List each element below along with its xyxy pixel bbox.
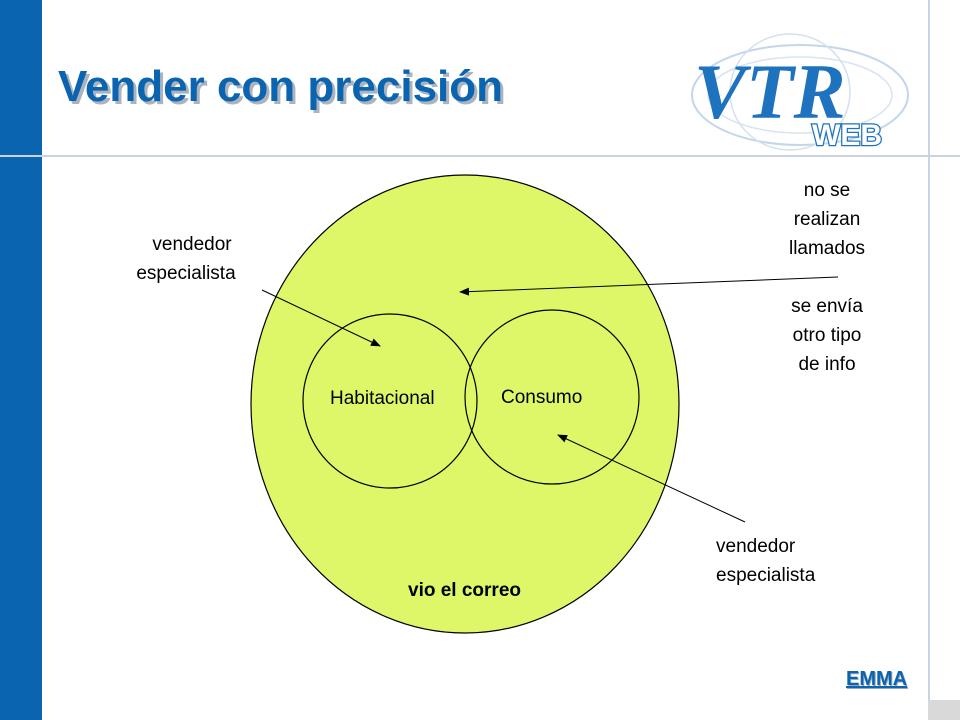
annotation-line: realizan [793,209,861,230]
habitacional-label: Habitacional [330,388,435,409]
annotation-line: vendedor [152,234,232,255]
title-divider [0,155,960,157]
annotation-line: vendedor [716,536,796,557]
right-divider [928,0,930,720]
annotation-top-left: vendedor especialista [121,230,251,288]
habitacional-circle [302,313,478,489]
annotation-bottom-right: vendedor especialista [716,532,815,590]
consumo-label: Consumo [501,387,583,408]
annotation-line: otro tipo [792,325,862,346]
consumo-circle [464,309,640,485]
arrow-to-consumo [557,434,746,523]
corner-block [928,700,960,720]
annotation-top-right: no se realizan llamados [772,176,882,263]
vtr-web-logo: VTR WEB [691,33,909,153]
annotation-line: de info [798,354,856,375]
footer-label: EMMA [846,668,908,690]
annotation-line: llamados [788,238,866,259]
left-accent-bar [0,0,42,720]
logo-mark: VTR [694,48,846,135]
annotation-line: especialista [716,565,816,586]
outer-set-label: vio el correo [408,580,521,601]
arrow-to-habitacional [261,289,381,347]
annotation-line: se envía [791,296,863,317]
annotation-line: especialista [136,263,236,284]
slide-title: Vender con precisión [58,62,504,111]
logo-subtext: WEB [812,119,882,152]
arrow-to-outer-set [459,276,839,296]
annotation-line: no se [803,180,851,201]
annotation-mid-right: se envía otro tipo de info [772,292,882,379]
